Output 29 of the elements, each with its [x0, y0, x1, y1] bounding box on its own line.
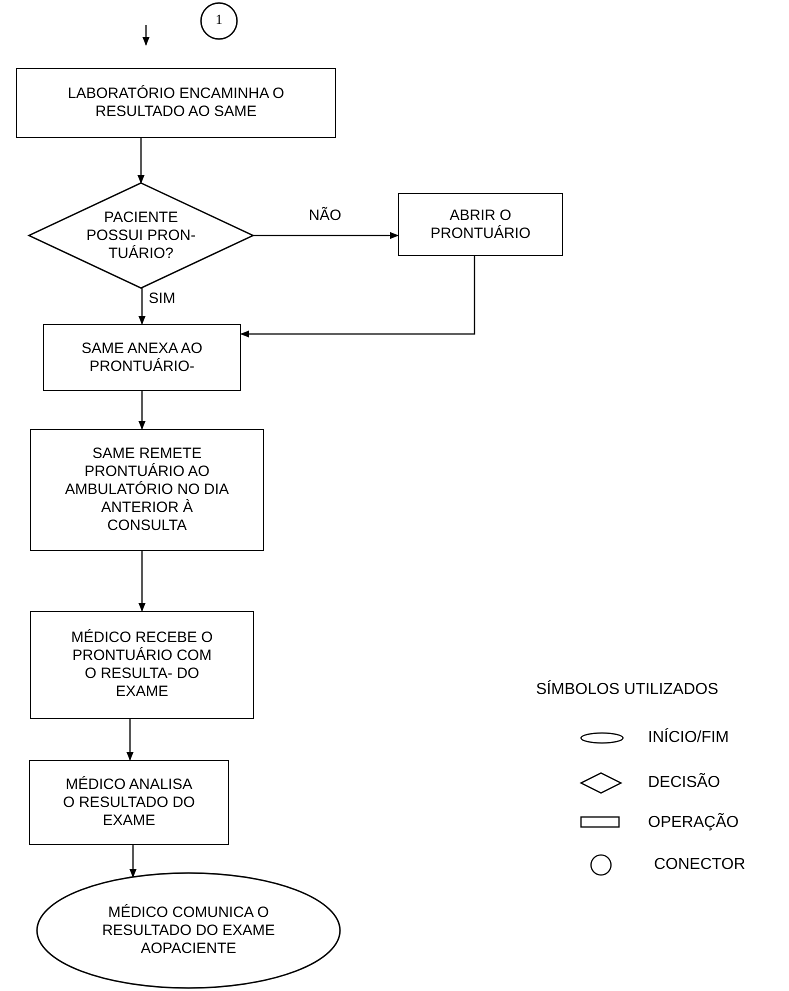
process-box — [29, 760, 229, 845]
arrow — [126, 719, 134, 761]
step-text: LABORATÓRIO ENCAMINHA O RESULTADO AO SAME — [66, 85, 286, 121]
step-text: MÉDICO ANALISA O RESULTADO DO EXAME — [62, 776, 196, 830]
connector-number: 1 — [214, 12, 224, 30]
process-box — [30, 611, 254, 719]
step-text: SAME ANEXA AO PRONTUÁRIO- — [80, 340, 204, 376]
process-box — [398, 193, 563, 256]
arrow — [137, 138, 145, 184]
arrow — [138, 391, 146, 430]
arrow — [138, 551, 146, 612]
legend-text: CONECTOR — [654, 855, 746, 874]
legend-title: SÍMBOLOS UTILIZADOS — [536, 680, 718, 700]
legend-text: INÍCIO/FIM — [648, 728, 729, 748]
step-text: ABRIR O PRONTUÁRIO — [429, 206, 532, 242]
arrow — [240, 256, 476, 338]
legend-text: DECISÃO — [648, 773, 720, 792]
arrow — [129, 845, 137, 878]
step-text: MÉDICO COMUNICA O RESULTADO DO EXAME AOPACIENTE — [101, 904, 276, 958]
process-box — [30, 429, 264, 551]
step-text: PACIENTE POSSUI PRON- TUÁRIO? — [85, 208, 197, 262]
arrow — [142, 25, 150, 46]
process-box — [16, 68, 336, 138]
arrow — [253, 232, 399, 240]
step-text: SAME REMETE PRONTUÁRIO AO AMBULATÓRIO NO DIA ANTERIOR À CONSULTA — [64, 445, 230, 535]
legend-text: OPERAÇÃO — [648, 813, 739, 832]
step-text: MÉDICO RECEBE O PRONTUÁRIO COM O RESULTA- DO EXAME — [70, 629, 214, 701]
arrow — [138, 288, 146, 325]
process-box — [43, 324, 241, 391]
